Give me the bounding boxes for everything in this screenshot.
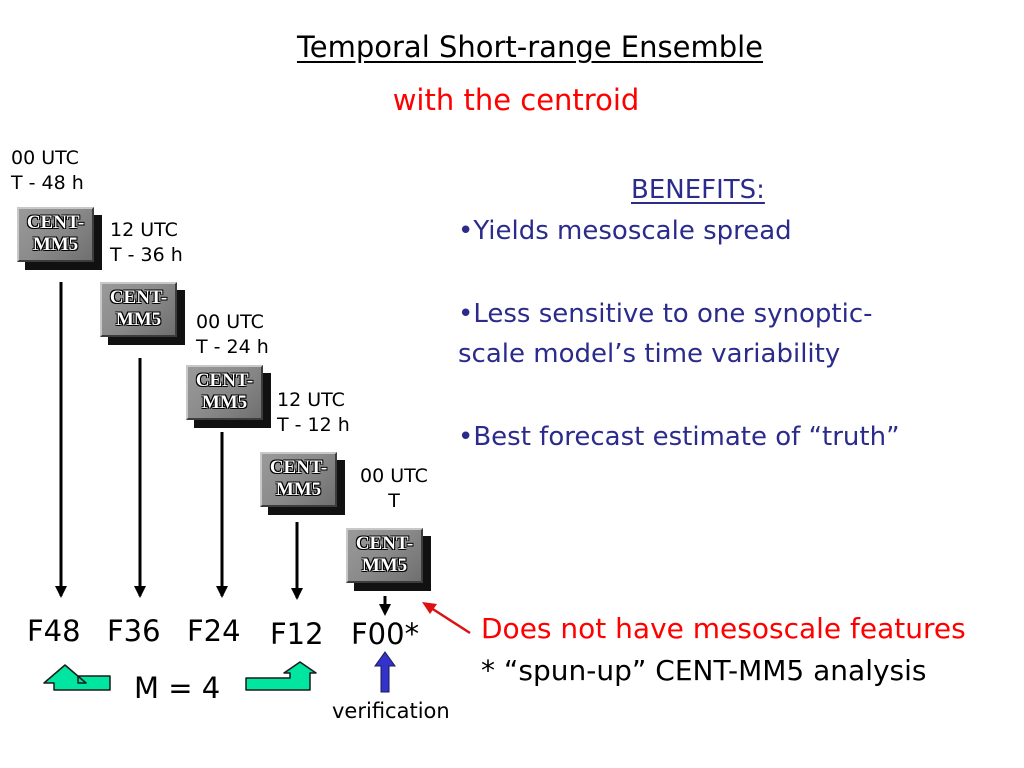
forecast-label-f36: F36 xyxy=(107,614,161,648)
page-subtitle: with the centroid xyxy=(392,83,640,117)
model-box-3: CENT-MM5 xyxy=(186,365,263,420)
forecast-arrowhead-f00 xyxy=(379,604,391,616)
forecast-label-f12: F12 xyxy=(270,617,324,651)
forecast-label-f48: F48 xyxy=(27,614,81,648)
blue-up-arrow xyxy=(374,651,396,693)
red-note: Does not have mesoscale features xyxy=(481,612,966,645)
model-box-2: CENT-MM5 xyxy=(100,282,177,337)
green-bent-arrow-right xyxy=(245,661,317,691)
forecast-arrowhead-f12 xyxy=(291,588,303,600)
spun-up-note: * “spun-up” CENT-MM5 analysis xyxy=(481,654,927,687)
forecast-arrows xyxy=(55,282,391,616)
forecast-label-f00: F00* xyxy=(351,617,420,651)
forecast-label-f24: F24 xyxy=(187,614,241,648)
benefit-item-3: •Best forecast estimate of “truth” xyxy=(458,422,900,452)
page-title: Temporal Short-range Ensemble xyxy=(296,30,764,64)
model-box-1: CENT-MM5 xyxy=(17,207,94,262)
ensemble-size-label: M = 4 xyxy=(134,671,221,705)
model-box-5: CENT-MM5 xyxy=(346,528,423,583)
forecast-arrowhead-f24 xyxy=(216,586,228,598)
green-bent-arrow-left xyxy=(43,664,111,691)
verification-label: verification xyxy=(332,699,450,723)
forecast-arrowhead-f36 xyxy=(134,586,146,598)
model-box-4: CENT-MM5 xyxy=(260,452,337,507)
red-pointer-arrow xyxy=(422,602,471,635)
forecast-arrowhead-f48 xyxy=(55,586,67,598)
benefits-heading: BENEFITS: xyxy=(631,175,765,205)
benefit-item-2: •Less sensitive to one synoptic-scale mo… xyxy=(458,299,873,369)
benefit-item-1: •Yields mesoscale spread xyxy=(458,216,792,246)
